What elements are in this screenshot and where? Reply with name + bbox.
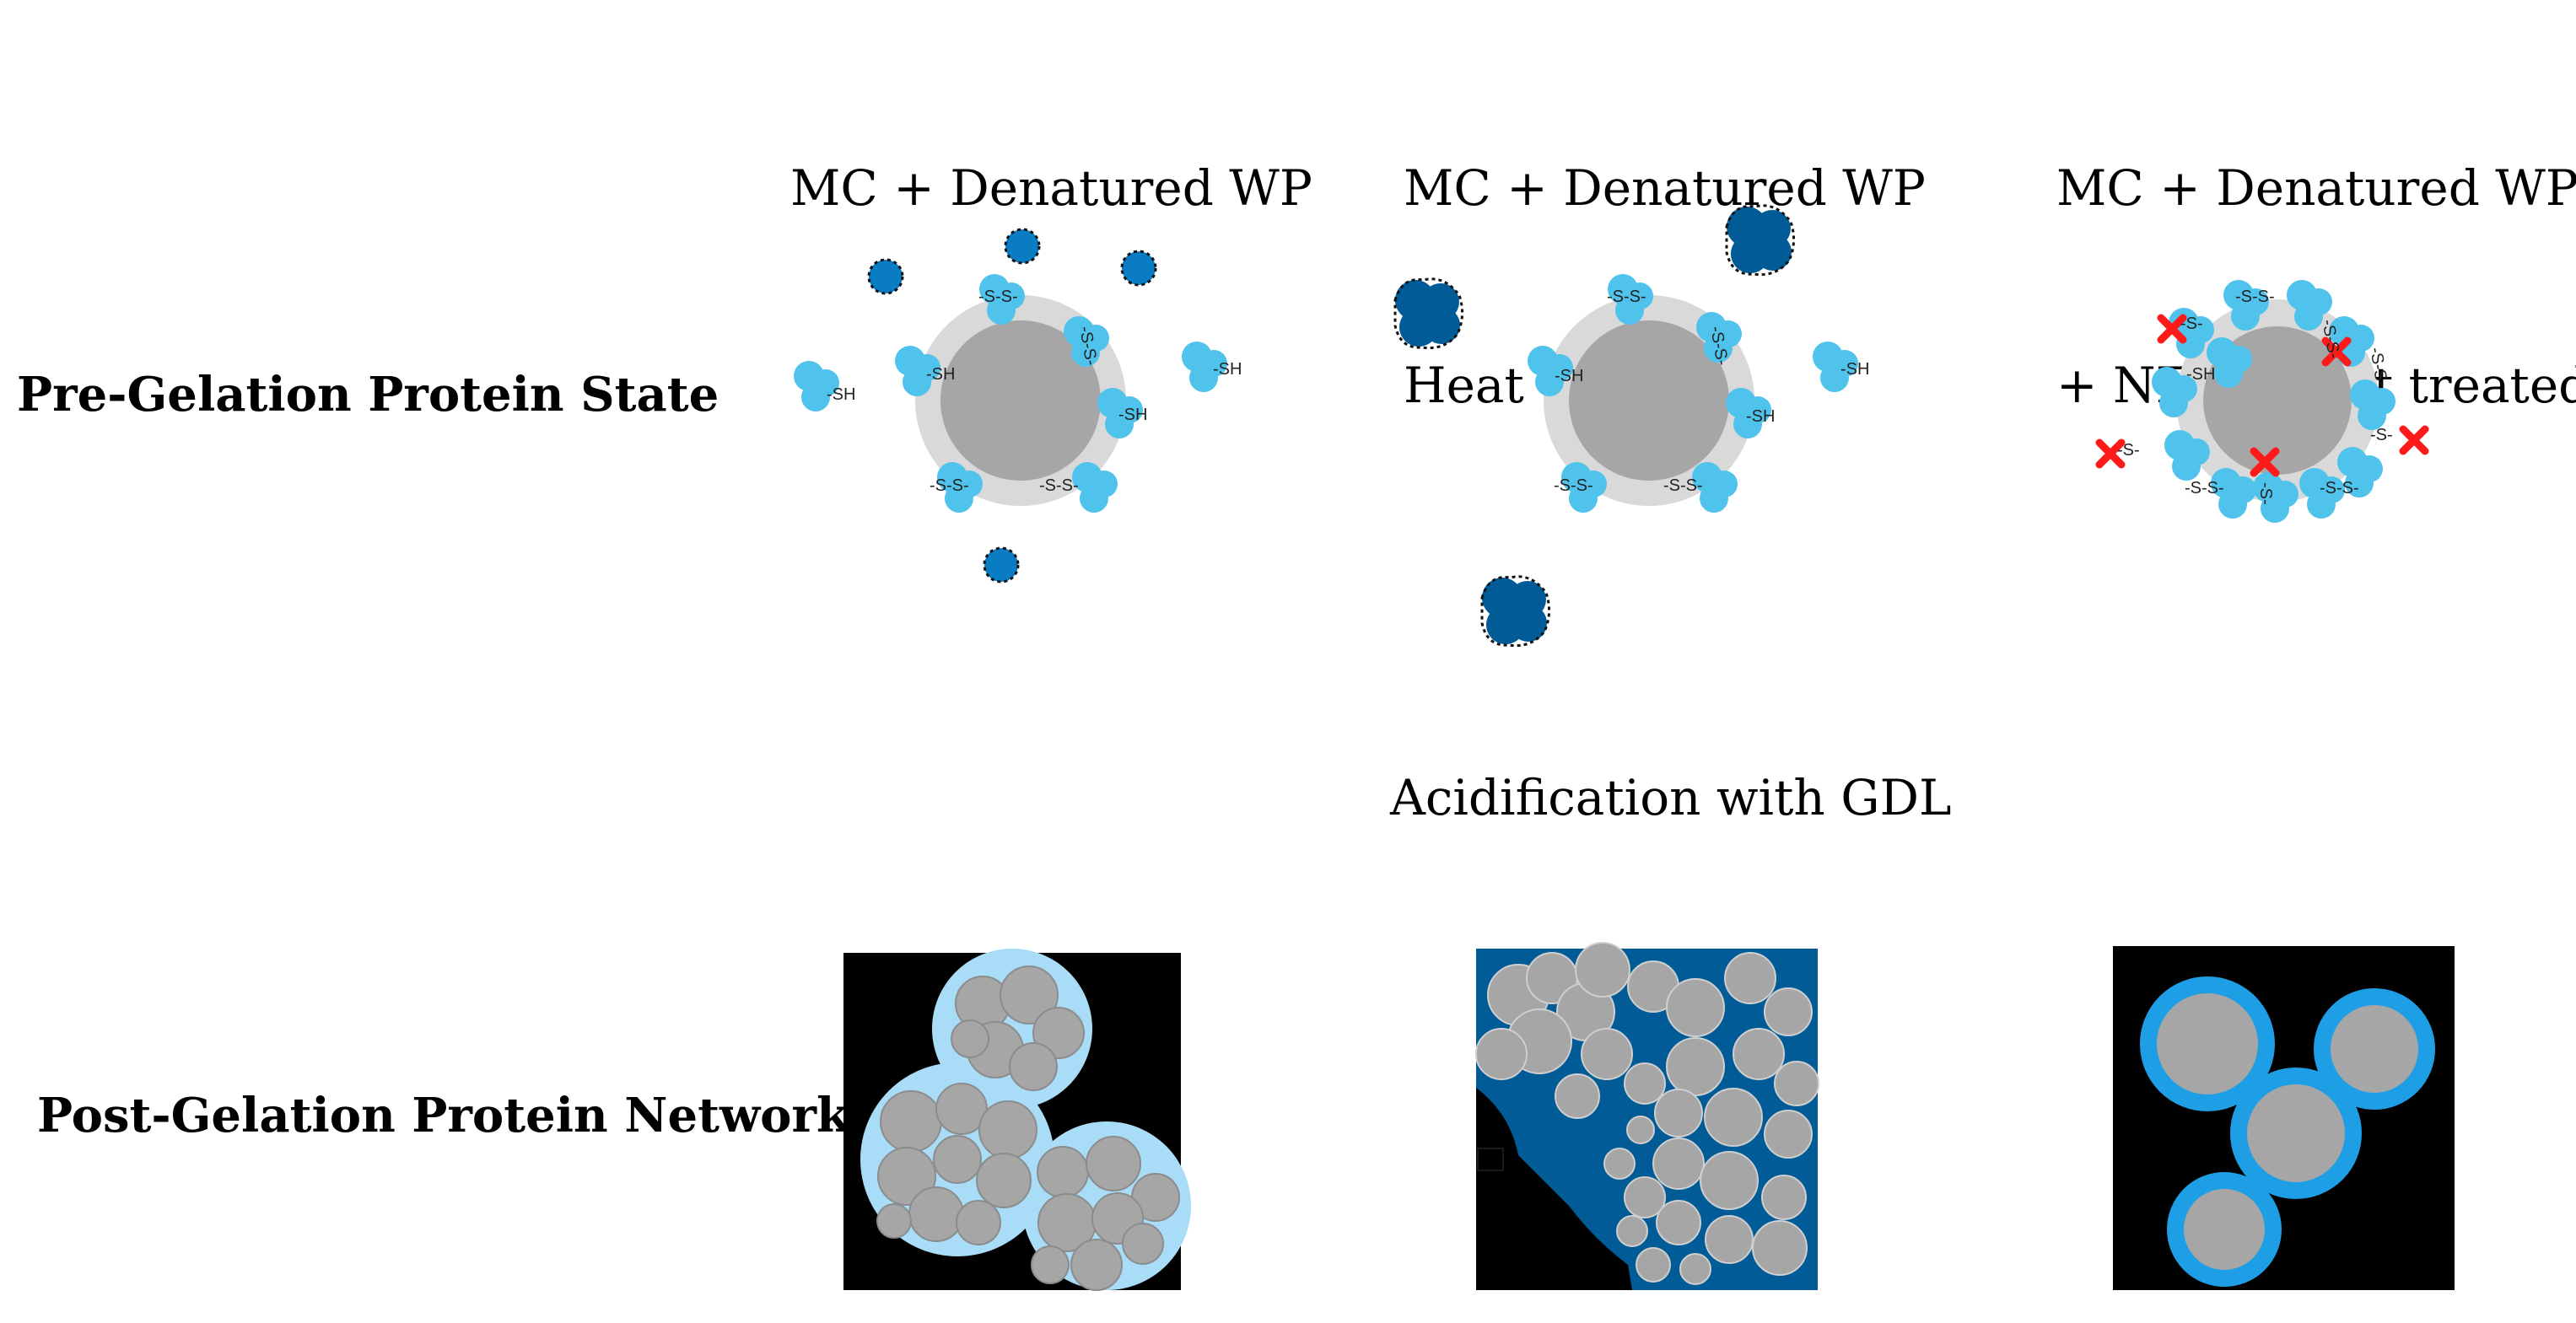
network-panel-col3 — [2113, 946, 2455, 1290]
micelle-col1 — [895, 274, 1143, 513]
bond-label: -SH — [2186, 365, 2215, 384]
denatured-whey — [983, 546, 1020, 584]
bond-label: -S-S- — [2320, 479, 2359, 497]
casein-micelles — [2140, 976, 2435, 1287]
bond-label: -SH — [1555, 367, 1583, 385]
column-title-3-line1: MC + Denatured WP — [2056, 159, 2576, 217]
bond-label: -S- — [2180, 315, 2203, 333]
bond-label: -S-S- — [930, 476, 969, 495]
column-title-2-line1: MC + Denatured WP — [1404, 159, 1926, 217]
micelle-col2 — [1528, 274, 1771, 513]
bond-label: -S- — [2370, 426, 2393, 444]
micelle-col3 — [2152, 280, 2395, 523]
bond-label: -S-S- — [978, 288, 1018, 306]
denatured-whey — [867, 258, 904, 295]
row-label-pre-gelation: Pre-Gelation Protein State — [17, 367, 719, 422]
void-outline — [1477, 1148, 1504, 1171]
column-title-1-line1: MC + Denatured WP — [790, 159, 1312, 217]
bond-labels-col3: -S-S- -S- -S-S- -S-S- -SH -S- -S- -S-S- … — [2117, 288, 2393, 505]
bond-label: -SH — [926, 365, 955, 384]
aggregated-whey — [1725, 204, 1796, 277]
row-label-post-gelation: Post-Gelation Protein Network — [37, 1088, 849, 1143]
step-label-acidification: Acidification with GDL — [1390, 769, 1952, 826]
bond-label: -SH — [1840, 360, 1869, 379]
casein-core — [940, 320, 1101, 481]
network-panel-col2 — [1475, 942, 1819, 1290]
bond-label: -SH — [1213, 360, 1242, 379]
bond-label: -S-S- — [1554, 476, 1593, 495]
casein-micelles — [876, 965, 1180, 1291]
bond-label: -S- — [2117, 441, 2140, 460]
whey-protein — [1072, 462, 1118, 513]
nem-marker — [2403, 429, 2425, 451]
bond-label: -SH — [1118, 406, 1147, 424]
bond-label: -SH — [827, 385, 855, 404]
bond-label: -S- — [2256, 482, 2275, 505]
network-panel-col1 — [843, 949, 1191, 1291]
bond-label: -S-S- — [1607, 288, 1646, 306]
denatured-whey — [1120, 250, 1157, 287]
bond-label: -SH — [1746, 407, 1775, 426]
column-title-1: MC + Denatured WP — [790, 24, 1312, 287]
aggregated-whey — [1393, 277, 1464, 350]
bond-label: -S-S- — [1663, 476, 1703, 495]
denatured-whey — [1004, 228, 1041, 265]
casein-micelles — [1475, 942, 1819, 1285]
casein-core — [1569, 320, 1729, 481]
void-region — [1476, 1088, 1632, 1290]
bond-label: -S-S- — [1039, 476, 1079, 495]
aggregated-whey — [1480, 575, 1551, 648]
bond-label: -S-S- — [2235, 288, 2275, 306]
bond-label: -S-S- — [2185, 479, 2224, 497]
